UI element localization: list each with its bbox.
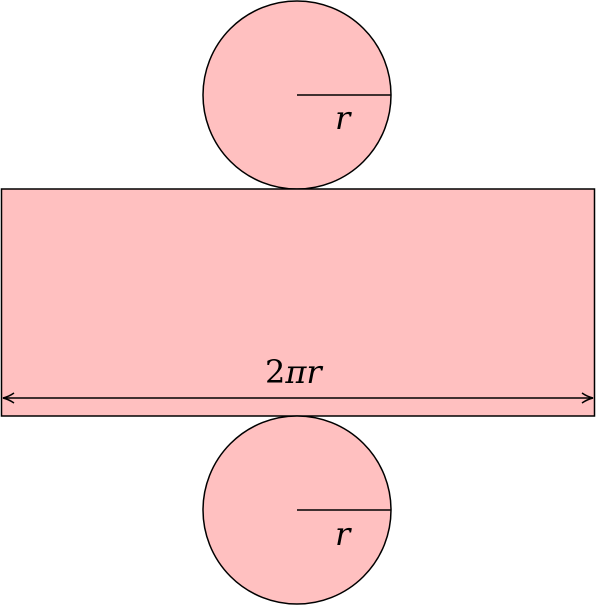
- circumference-label: 2πr: [265, 353, 323, 391]
- top-radius-label: r: [335, 99, 352, 137]
- bottom-radius-label: r: [335, 515, 352, 553]
- lateral-rectangle: [0, 188, 596, 417]
